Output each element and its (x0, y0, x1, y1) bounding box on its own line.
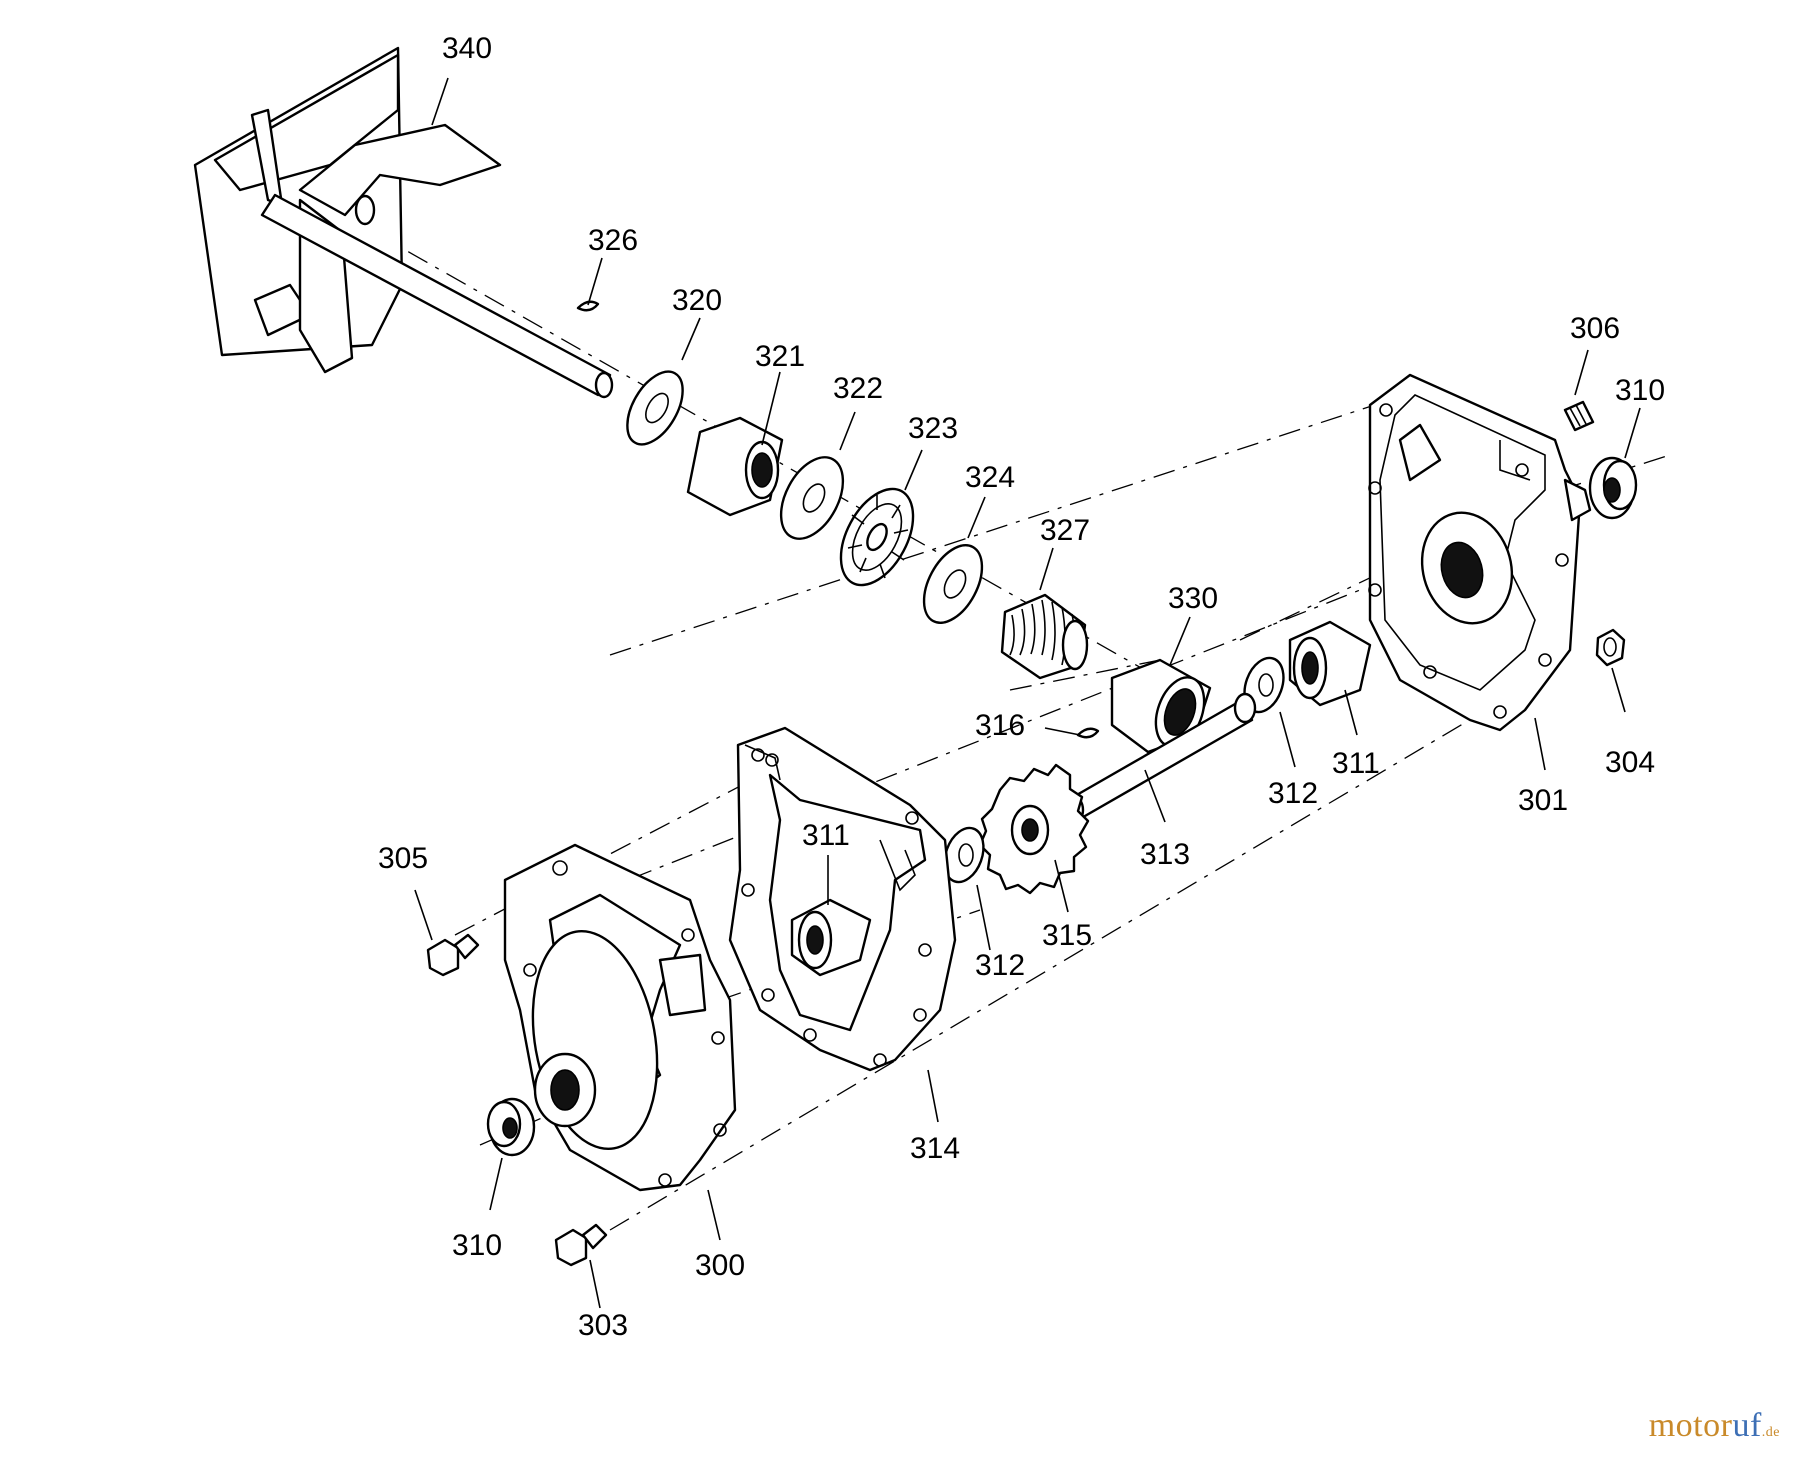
pinion-gear-315 (978, 763, 1090, 895)
callout-323: 323 (908, 412, 958, 445)
callout-310-left: 310 (452, 1229, 502, 1262)
callout-306: 306 (1570, 312, 1620, 345)
flange-bearing-310-right (1588, 456, 1638, 520)
callout-314: 314 (910, 1132, 960, 1165)
motoruf-watermark-logo: motoruf.de (1648, 1407, 1780, 1444)
callout-311-right: 311 (1332, 747, 1380, 780)
callout-313: 313 (1140, 838, 1190, 871)
gear-housing-300 (503, 843, 737, 1192)
leader-lines (414, 77, 1641, 1309)
worm-gear-327 (1000, 593, 1089, 680)
bolt-305 (426, 933, 480, 977)
gear-housing-301 (1368, 373, 1592, 732)
callout-320: 320 (672, 284, 722, 317)
flange-bearing-310-left (486, 1097, 536, 1157)
bushing-321 (686, 416, 784, 517)
set-screw-306 (1563, 400, 1595, 432)
callout-311-left: 311 (802, 819, 850, 852)
washer-320 (626, 370, 684, 446)
shear-pin-326 (576, 300, 600, 312)
callout-330: 330 (1168, 582, 1218, 615)
callout-labels: 340 326 320 321 322 323 324 327 330 306 … (378, 32, 1665, 1342)
callout-326: 326 (588, 224, 638, 257)
bushing-330 (1110, 658, 1212, 754)
thrust-bearing-323 (839, 487, 915, 587)
callout-312-lower: 312 (975, 949, 1025, 982)
hex-nut-304 (1595, 628, 1626, 667)
callout-340: 340 (442, 32, 492, 65)
callout-327: 327 (1040, 514, 1090, 547)
callout-301: 301 (1518, 784, 1568, 817)
washer-324 (922, 544, 984, 624)
bushing-311-right (1288, 620, 1372, 707)
callout-304: 304 (1605, 746, 1655, 779)
key-316 (1076, 727, 1100, 739)
callout-303: 303 (578, 1309, 628, 1342)
callout-321: 321 (755, 340, 805, 373)
callout-310-right: 310 (1615, 374, 1665, 407)
callout-324: 324 (965, 461, 1015, 494)
washer-322 (779, 456, 845, 540)
callout-322: 322 (833, 372, 883, 405)
impeller-auger-340 (193, 46, 614, 399)
callout-315: 315 (1042, 919, 1092, 952)
gasket-314 (728, 726, 957, 1072)
callout-316: 316 (975, 709, 1025, 742)
callout-312-upper: 312 (1268, 777, 1318, 810)
bolt-303 (554, 1223, 608, 1267)
bushing-311-left (790, 898, 872, 977)
callout-300: 300 (695, 1249, 745, 1282)
callout-305: 305 (378, 842, 428, 875)
